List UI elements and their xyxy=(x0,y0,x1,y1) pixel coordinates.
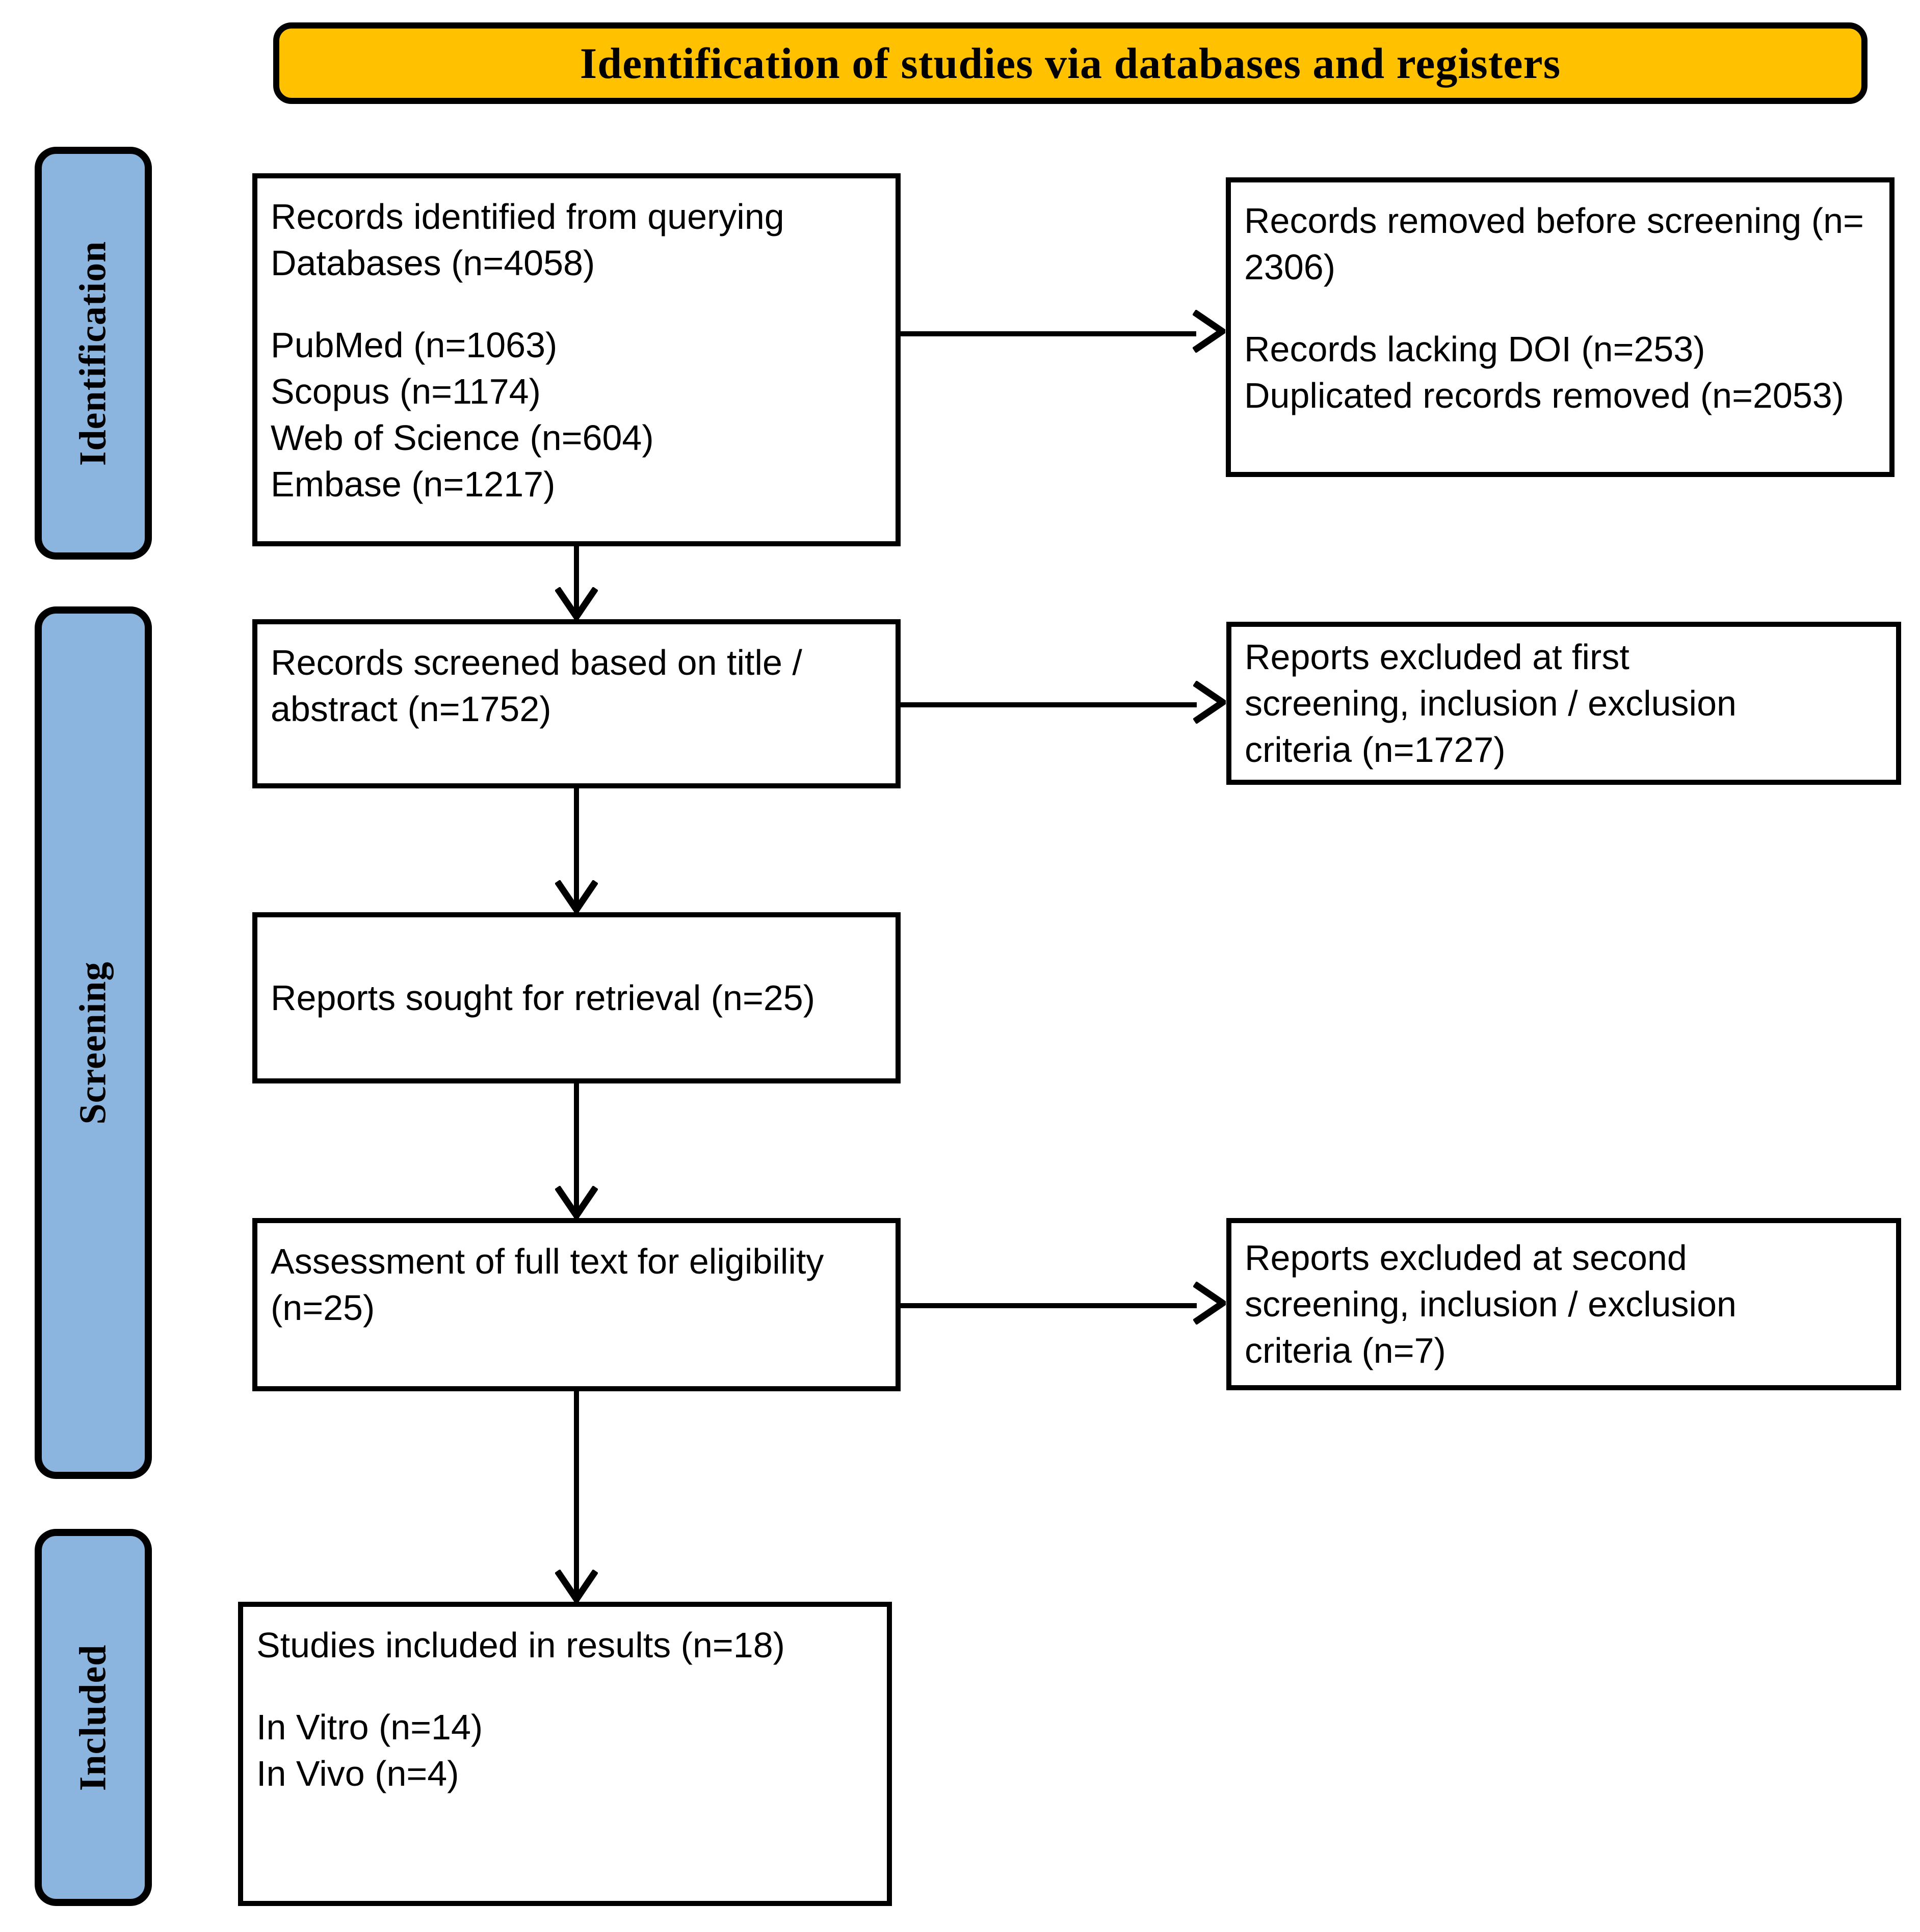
arrowhead-full-text-to-included xyxy=(555,1570,598,1602)
box-line: Databases (n=4058) xyxy=(271,243,595,283)
box-line: Embase (n=1217) xyxy=(271,464,556,504)
box-line: PubMed (n=1063) xyxy=(271,325,558,365)
connector-full-text-to-included xyxy=(574,1391,579,1602)
box-line: Assessment of full text for eligibility xyxy=(271,1241,824,1281)
stage-label-screening: Screening xyxy=(35,606,152,1479)
arrowhead-screened-to-sought xyxy=(555,880,598,913)
stage-label-screening-text: Screening xyxy=(72,961,114,1125)
box-records-identified: Records identified from querying Databas… xyxy=(252,173,901,546)
box-line: Studies included in results (n=18) xyxy=(256,1625,785,1665)
box-reports-sought-retrieval: Reports sought for retrieval (n=25) xyxy=(252,912,901,1083)
connector-screened-to-excluded-first xyxy=(898,702,1197,707)
stage-label-identification-text: Identification xyxy=(72,241,114,466)
connector-full-text-to-excluded-second xyxy=(898,1303,1197,1308)
connector-sought-to-full-text xyxy=(574,1083,579,1218)
box-line: screening, inclusion / exclusion xyxy=(1245,1284,1737,1324)
box-line: Web of Science (n=604) xyxy=(271,418,654,458)
box-reports-excluded-second: Reports excluded at second screening, in… xyxy=(1226,1218,1901,1390)
box-records-removed-before-screening: Records removed before screening (n= 230… xyxy=(1226,177,1895,477)
box-full-text-assessment: Assessment of full text for eligibility … xyxy=(252,1218,901,1391)
box-line: Duplicated records removed (n=2053) xyxy=(1244,376,1845,415)
box-line: Records screened based on title / xyxy=(271,643,802,682)
box-line: Records lacking DOI (n=253) xyxy=(1244,329,1705,369)
connector-identified-to-removed xyxy=(898,331,1196,336)
box-line: Reports excluded at first xyxy=(1245,637,1629,677)
box-line: (n=25) xyxy=(271,1288,375,1328)
box-line: Reports excluded at second xyxy=(1245,1237,1687,1278)
box-line: Records removed before screening (n= xyxy=(1244,201,1864,241)
page-title: Identification of studies via databases … xyxy=(580,39,1561,88)
box-line: Records identified from querying xyxy=(271,197,784,236)
box-line: In Vivo (n=4) xyxy=(256,1754,459,1793)
box-studies-included: Studies included in results (n=18) In Vi… xyxy=(238,1602,892,1906)
arrowhead-identified-to-screened xyxy=(555,587,598,620)
stage-label-included: Included xyxy=(35,1529,152,1906)
box-line: criteria (n=1727) xyxy=(1245,729,1506,770)
box-line: Reports sought for retrieval (n=25) xyxy=(271,977,816,1018)
stage-label-included-text: Included xyxy=(72,1644,114,1791)
diagram-title-banner: Identification of studies via databases … xyxy=(273,22,1868,104)
arrowhead-sought-to-full-text xyxy=(555,1186,598,1219)
box-line: criteria (n=7) xyxy=(1245,1330,1446,1370)
arrowhead-identified-to-removed xyxy=(1193,310,1225,353)
box-line-spacer xyxy=(1244,290,1876,326)
box-records-screened: Records screened based on title / abstra… xyxy=(252,619,901,788)
connector-screened-to-sought xyxy=(574,788,579,912)
box-line: screening, inclusion / exclusion xyxy=(1245,683,1737,723)
box-line-spacer xyxy=(271,286,882,322)
stage-label-identification: Identification xyxy=(35,147,152,560)
box-line: Scopus (n=1174) xyxy=(271,372,541,411)
box-line-spacer xyxy=(256,1669,874,1704)
box-reports-excluded-first: Reports excluded at first screening, inc… xyxy=(1226,622,1901,785)
arrowhead-screened-to-excluded-first xyxy=(1193,681,1226,724)
box-line: 2306) xyxy=(1244,247,1336,287)
arrowhead-full-text-to-excluded-second xyxy=(1193,1282,1226,1325)
box-line: In Vitro (n=14) xyxy=(256,1707,483,1747)
box-line: abstract (n=1752) xyxy=(271,689,551,729)
connector-identified-to-screened xyxy=(574,546,579,619)
